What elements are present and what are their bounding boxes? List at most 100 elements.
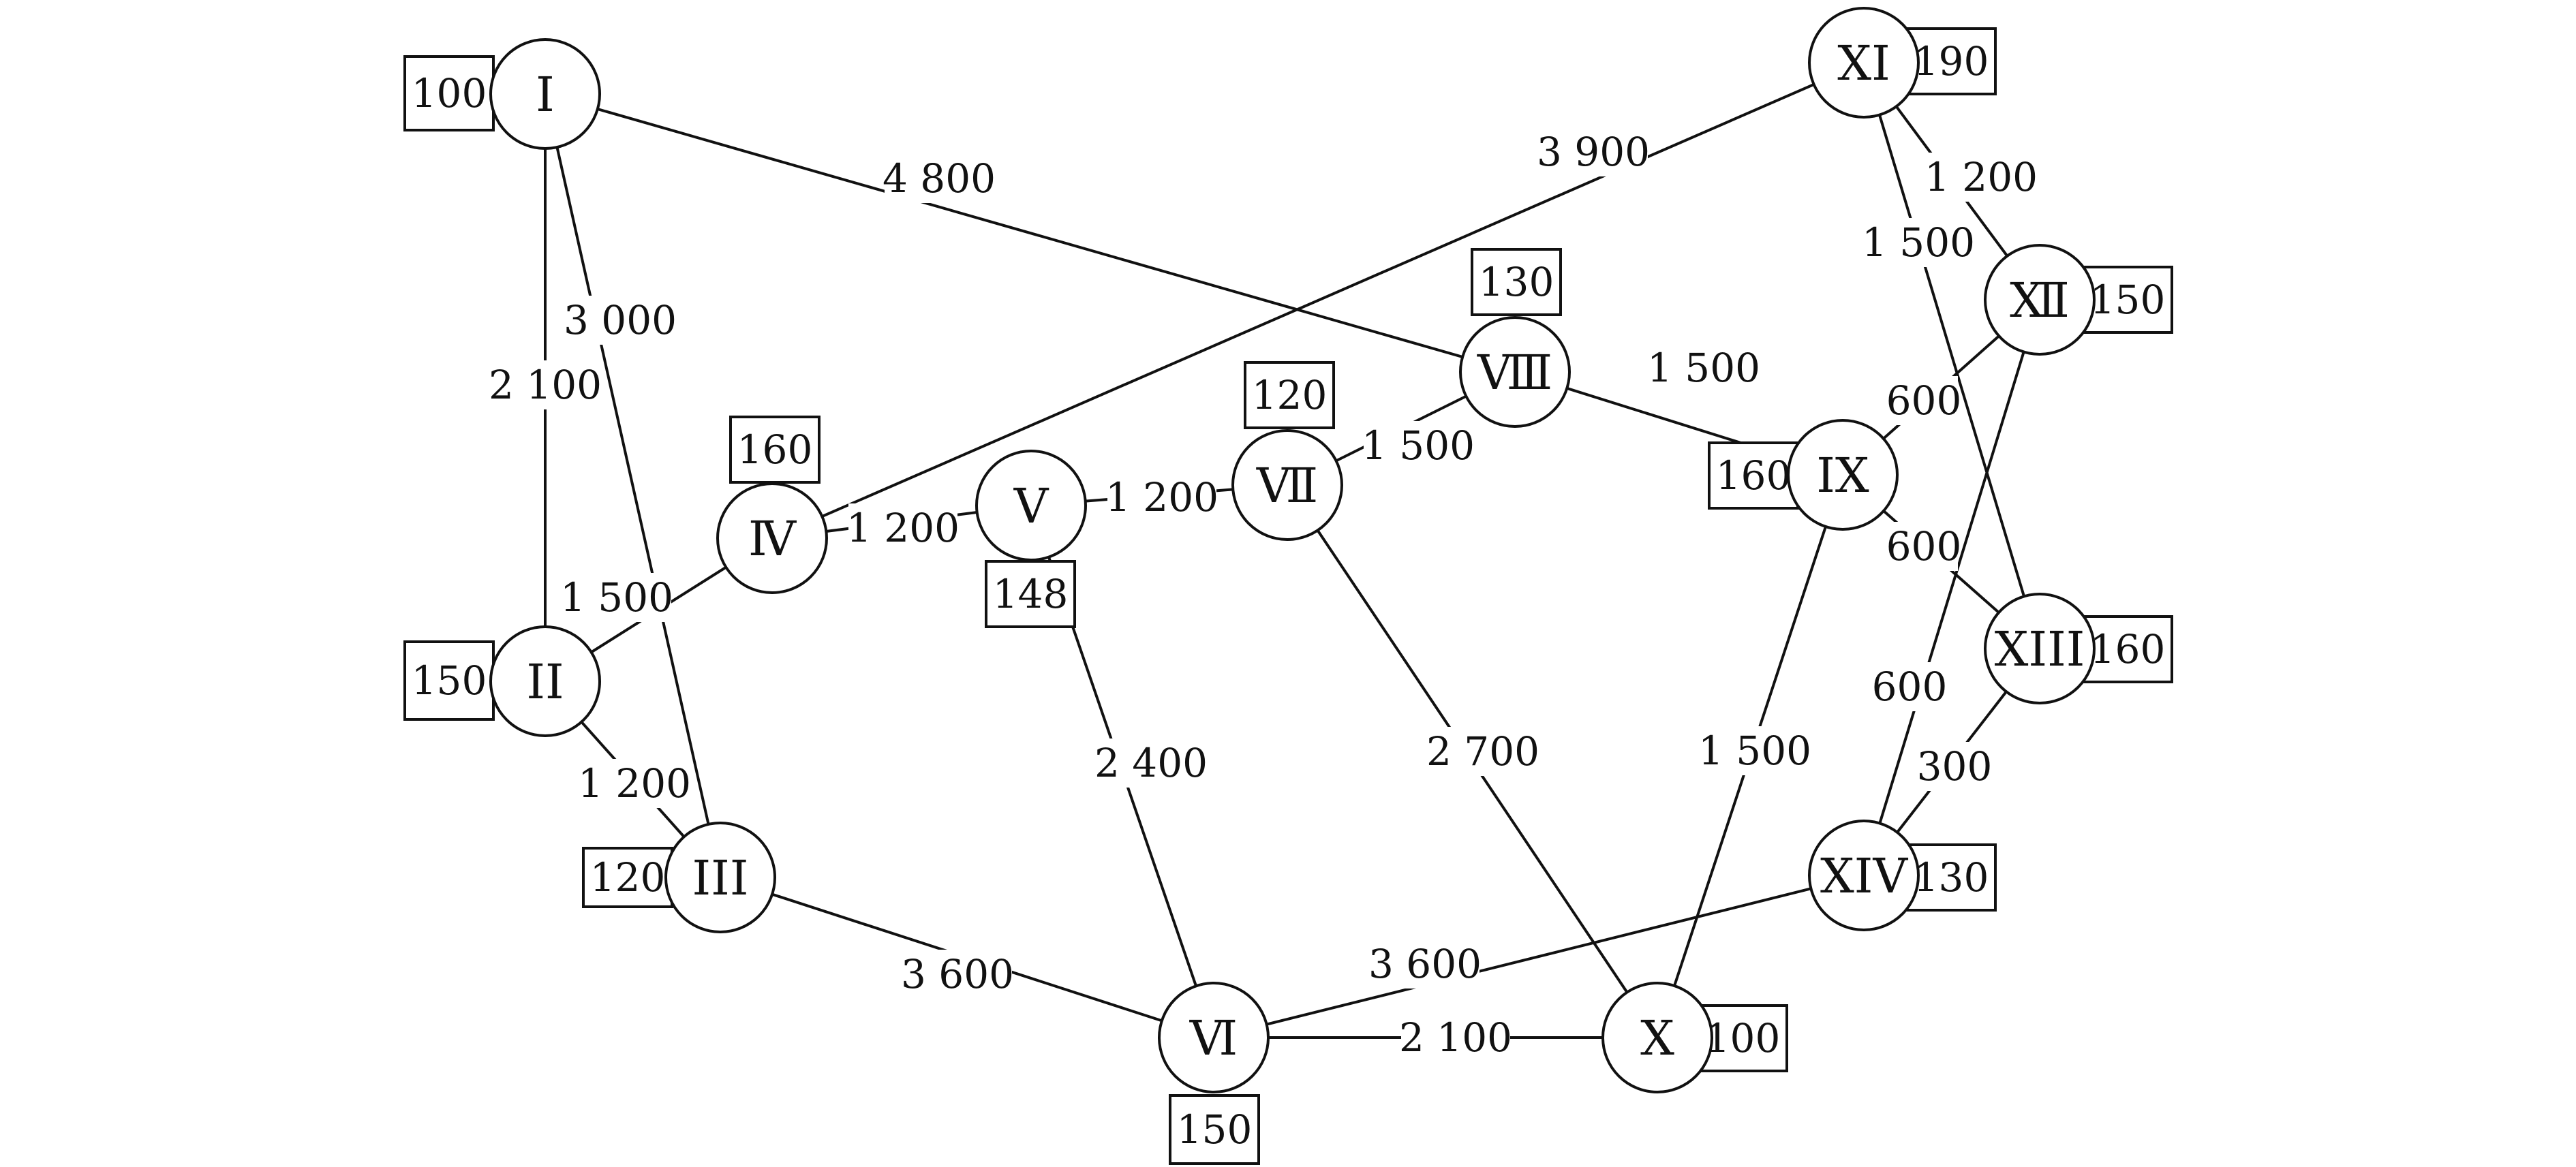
node-circle [1984, 244, 2096, 356]
node-label: V [1013, 478, 1049, 534]
edge-i-viii [545, 93, 1516, 373]
edge-label-group: 1 500 [1862, 218, 1975, 267]
node-weight-box [1169, 1094, 1260, 1165]
node-weight-label: 150 [1177, 1106, 1253, 1153]
node-circle [1601, 982, 1713, 1093]
edge-label-background [566, 296, 675, 345]
edge-iv-xi [771, 61, 1865, 540]
node-label: X [1640, 1010, 1674, 1066]
node-weight-label: 120 [1252, 372, 1328, 418]
edge-label-group: 2 100 [489, 360, 602, 409]
node-weight-label: 160 [1716, 452, 1792, 499]
node-x: 100 X [1601, 982, 1788, 1093]
edge-vi-xiv [1213, 874, 1865, 1039]
node-xii: 150 Ⅻ [1984, 244, 2173, 356]
edge-label-background [1920, 742, 1989, 791]
node-weight-label: 130 [1914, 854, 1989, 901]
edge-label-group: 300 [1917, 742, 1993, 791]
edge-weight-label: 2 100 [489, 362, 602, 408]
node-weight-label: 120 [590, 854, 666, 901]
edge-label-background [1890, 522, 1958, 571]
node-label: Ⅵ [1189, 1010, 1238, 1066]
node-label: XI [1837, 35, 1890, 91]
node-ix: 160 IX [1708, 419, 1899, 531]
edge-xi-xiii [1862, 62, 2041, 649]
edge-label-group: 1 200 [578, 759, 691, 808]
edge-weight-label: 2 100 [1399, 1014, 1512, 1061]
edge-weight-label: 2 700 [1426, 728, 1539, 775]
edge-weight-label: 3 600 [1368, 941, 1482, 987]
edge-label-background [1927, 153, 2036, 202]
edge-label-background [1875, 662, 1944, 711]
node-weight-label: 148 [993, 571, 1069, 617]
edge-weight-label: 1 200 [1925, 154, 2038, 200]
edge-weight-label: 600 [1886, 377, 1962, 424]
edge-weight-label: 600 [1886, 523, 1962, 570]
edge-labels-layer: 2 100 3 000 4 800 1 500 1 200 3 600 3 900 1 200… [489, 127, 2038, 1062]
edge-weight-label: 1 500 [1698, 728, 1811, 774]
edge-label-background [1107, 473, 1216, 522]
edge-weight-label: 300 [1917, 743, 1993, 790]
node-circle [1459, 316, 1571, 428]
node-circle [1808, 7, 1920, 119]
edge-weight-label: 3 000 [564, 297, 677, 343]
edge-weight-label: 1 500 [1362, 422, 1475, 469]
edge-label-background [580, 759, 689, 808]
edge-label-group: 1 200 [1925, 153, 2038, 202]
edge-label-background [1649, 343, 1758, 392]
edge-weight-label: 1 200 [846, 505, 960, 551]
node-weight-label: 190 [1914, 38, 1989, 84]
edge-label-group: 4 800 [883, 154, 996, 203]
node-label: IX [1816, 448, 1869, 503]
edge-label-group: 1 500 [1647, 343, 1760, 392]
node-weight-label: 150 [2090, 277, 2166, 323]
node-weight-label: 160 [737, 426, 813, 473]
node-weight-box [1471, 248, 1562, 316]
edge-weight-label: 1 500 [1862, 219, 1975, 266]
edge-label-background [562, 573, 671, 622]
edge-label-group: 2 700 [1426, 727, 1539, 776]
node-circle [1984, 593, 2096, 704]
node-circle [975, 450, 1087, 561]
node-label: XIII [1995, 621, 2085, 677]
node-weight-box [1244, 361, 1335, 429]
edge-weight-label: 1 500 [1647, 345, 1760, 391]
edge-weight-label: 4 800 [883, 155, 996, 202]
node-circle [1158, 982, 1270, 1093]
edge-label-background [1539, 127, 1648, 176]
node-weight-label: 100 [412, 70, 487, 116]
edge-weight-label: 600 [1872, 664, 1948, 710]
edge-weight-label: 2 400 [1094, 740, 1208, 786]
edge-label-background [1890, 376, 1958, 425]
node-circle [664, 822, 776, 933]
edge-label-group: 3 900 [1537, 127, 1650, 176]
edge-label-background [848, 503, 957, 553]
node-label: Ⅶ [1256, 458, 1318, 514]
node-weight-label: 100 [1705, 1015, 1781, 1061]
node-circle [489, 625, 601, 737]
edge-label-background [1700, 726, 1809, 775]
edge-label-group: 2 100 [1399, 1013, 1512, 1062]
node-circle [1808, 820, 1920, 931]
edge-label-background [1097, 738, 1206, 788]
node-label: XIV [1820, 848, 1908, 904]
edge-weight-label: 3 600 [901, 951, 1014, 997]
edge-label-group: 3 000 [564, 296, 677, 345]
node-weight-box [2082, 266, 2173, 334]
node-label: Ⅻ [2010, 273, 2070, 328]
node-xi: 190 XI [1808, 7, 1997, 119]
node-circle [1787, 419, 1899, 531]
node-weight-label: 160 [2090, 626, 2166, 672]
node-weight-label: 130 [1479, 259, 1554, 305]
edge-label-group: 3 600 [1368, 939, 1482, 989]
node-vi: 150 Ⅵ [1158, 982, 1270, 1165]
edge-weight-label: 1 200 [578, 760, 691, 807]
edge-label-background [1364, 421, 1473, 470]
